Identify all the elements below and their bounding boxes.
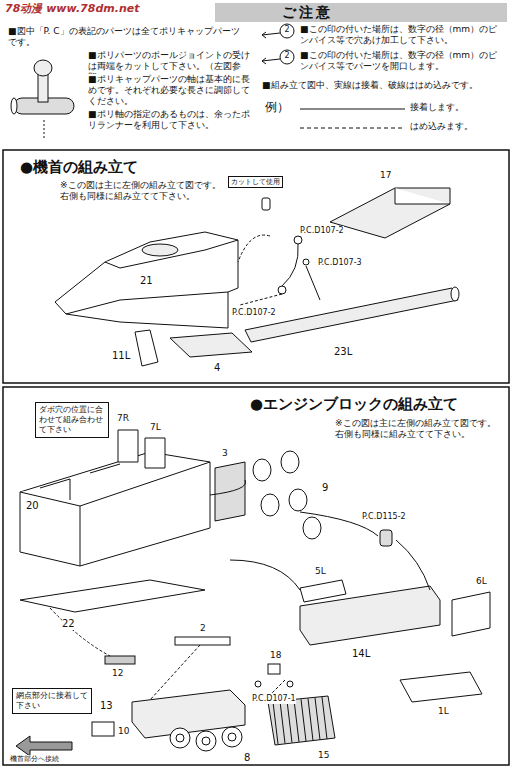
- polycap-callout: P.C.D107-2: [232, 308, 276, 318]
- note-text: カットして使用: [228, 176, 283, 188]
- header-title: ご注意: [282, 4, 333, 22]
- callout-number: 8: [244, 752, 250, 764]
- track-link: [315, 698, 320, 740]
- callout-number: 17: [380, 170, 391, 181]
- callout-number: 9: [322, 482, 328, 494]
- note-text: ■この印の付いた場所は、数字の径（mm）のピンバイス等でパーツを開口します。: [300, 50, 505, 72]
- note-text: ■この印の付いた場所は、数字の径（mm）のピンバイス等で穴あけ加工して下さい。: [300, 24, 505, 46]
- section-heading: ●機首の組み立て: [20, 158, 138, 176]
- track-link: [273, 702, 278, 744]
- callout-number: 3: [222, 448, 228, 459]
- nose-parts: [55, 188, 459, 366]
- callout-number: 13: [100, 700, 113, 712]
- callout-number: 10: [118, 726, 129, 737]
- callout-number: 15: [318, 750, 329, 761]
- note-text: ■ポリ軸の指定のあるものは、余ったポリランナーを利用して下さい。: [88, 109, 253, 131]
- callout-number: 23L: [334, 346, 352, 358]
- track-link: [322, 697, 327, 739]
- callout-number: 12: [112, 668, 123, 679]
- drill-symbol: [262, 24, 294, 64]
- note-text: 機首部分へ接続: [10, 755, 59, 763]
- track-link: [308, 699, 313, 741]
- callout-number: 7L: [150, 422, 161, 433]
- note-text: 接着します。: [410, 102, 464, 113]
- callout-number: 5L: [315, 566, 326, 577]
- callout-number: 14L: [352, 648, 370, 660]
- section-frame: [3, 150, 509, 383]
- callout-number: 22: [62, 618, 75, 630]
- callout-number: 11L: [112, 350, 130, 362]
- track-link: [287, 701, 292, 743]
- note-text: ※この図は主に左側の組み立て図です。 右側も同様に組み立てて下さい。: [335, 418, 503, 440]
- callout-number: 2: [281, 25, 293, 35]
- polycap-callout: P.C.D107-3: [318, 258, 362, 268]
- track-link: [301, 699, 306, 741]
- note-text: ■図中「P. C」の表記のパーツは全てポリキャップパーツです。: [8, 26, 248, 48]
- polycap-callout: P.C.D107-1: [252, 694, 296, 704]
- solid-example: [300, 109, 405, 110]
- callout-number: 6L: [476, 576, 487, 587]
- polycap-callout: P.C.D107-2: [300, 226, 344, 236]
- header-band: [215, 3, 507, 22]
- section-heading: ●エンジンブロックの組み立て: [250, 395, 458, 413]
- track-link: [294, 700, 299, 742]
- track-links: [273, 697, 327, 744]
- box-text: 網点部分に接着して下さい: [16, 691, 88, 711]
- callout-number: 20: [26, 500, 39, 512]
- note-text: ■ポリキャップパーツの軸は基本的に長めです。それぞれ必要な長さに調節してください…: [88, 74, 253, 106]
- box-text: ダボ穴の位置に合わせて組み合わせて下さい: [39, 405, 105, 435]
- polycap-callout: P.C.D115-2: [362, 512, 406, 522]
- watermark: 78动漫 www.78dm.net: [5, 2, 139, 15]
- callout-number: 21: [140, 275, 153, 287]
- note-text: ■組み立て図中、実線は接着、破線ははめ込みです。: [262, 80, 478, 91]
- callout-number: 2: [281, 51, 293, 61]
- callout-number: 7R: [117, 413, 129, 424]
- callout-number: 18: [270, 650, 281, 661]
- section-frame: [3, 387, 509, 765]
- note-text: 例）: [265, 100, 289, 114]
- callout-number: 1L: [438, 706, 449, 717]
- note-text: ※この図は主に左側の組み立て図です。 右側も同様に組み立てて下さい。: [60, 180, 228, 202]
- track-link: [280, 701, 285, 743]
- note-text: はめ込みます。: [410, 121, 473, 132]
- callout-number: 4: [214, 362, 220, 374]
- polycap-figure: [11, 60, 74, 140]
- note-box: ダボ穴の位置に合わせて組み合わせて下さい: [35, 402, 109, 438]
- dashed-example: [300, 128, 405, 129]
- note-box: 網点部分に接着して下さい: [12, 688, 92, 714]
- callout-number: 2: [200, 623, 206, 634]
